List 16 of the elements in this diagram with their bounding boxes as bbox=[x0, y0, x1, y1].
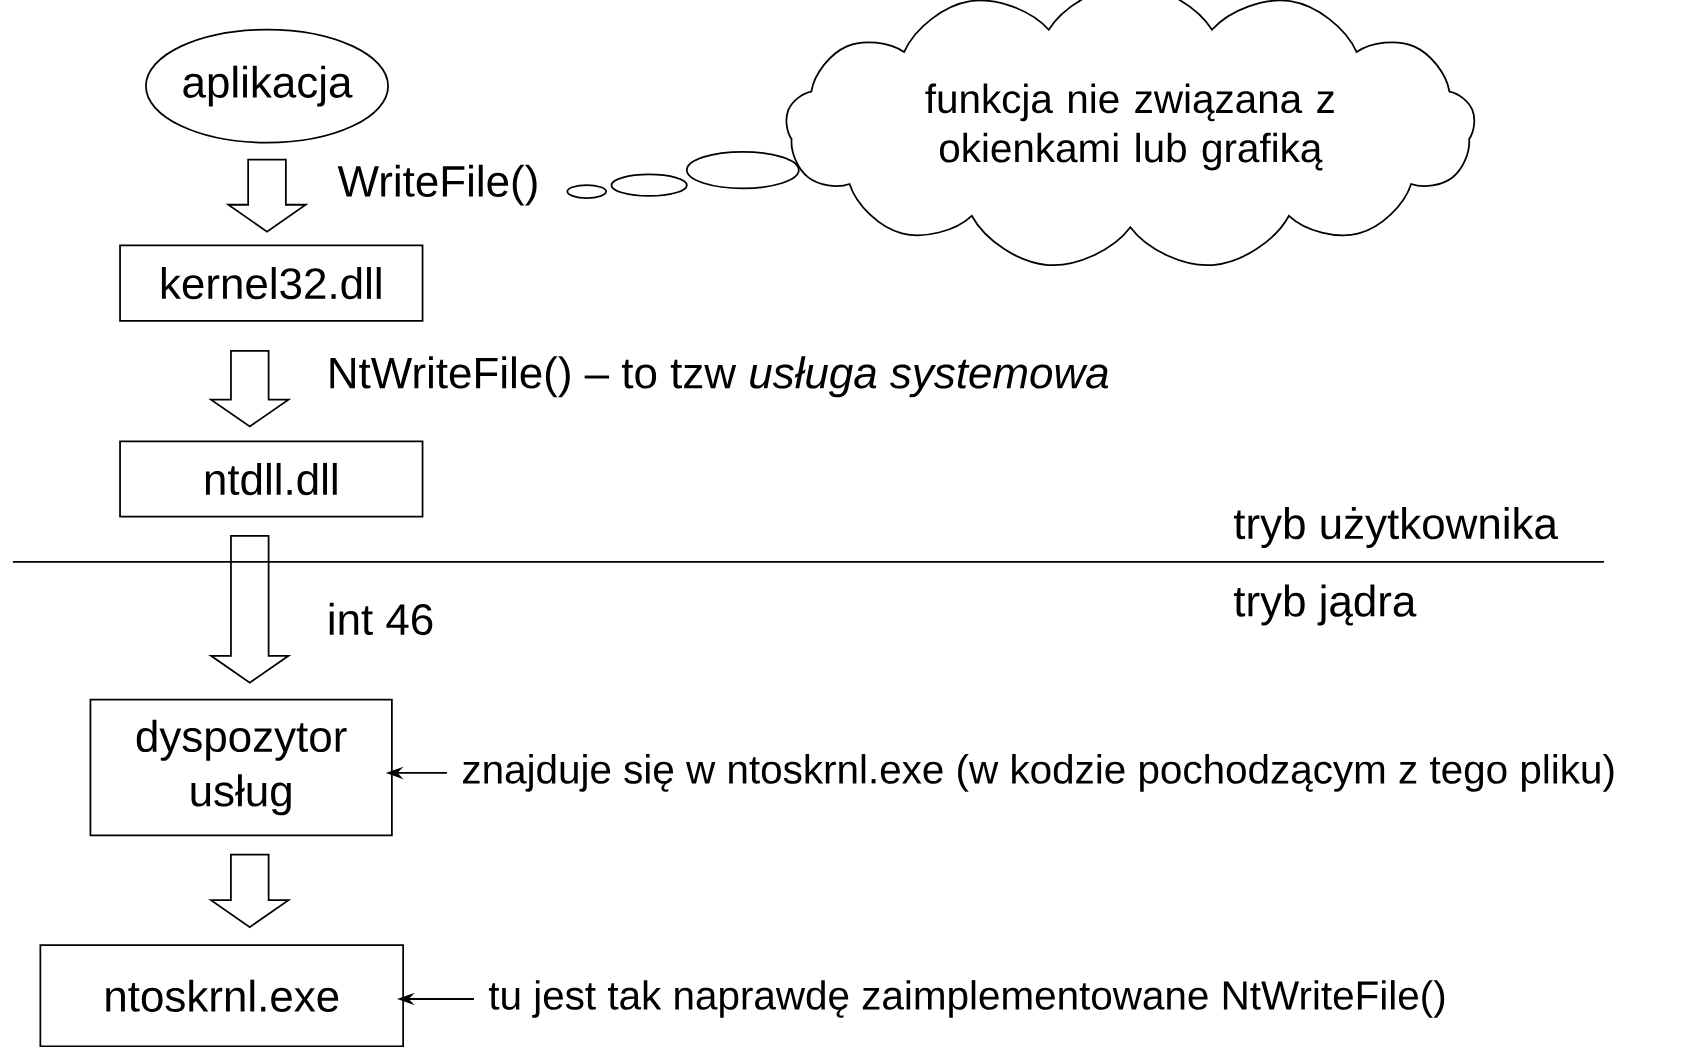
block-arrow bbox=[208, 853, 292, 928]
annotation-text: tu jest tak naprawdę zaimplementowane NtWriteFile() bbox=[488, 979, 1445, 1018]
block-arrow bbox=[208, 349, 292, 428]
thought-cloud: funkcja nie związana z okienkami lub grafiką bbox=[785, 0, 1476, 266]
block-arrow bbox=[208, 534, 292, 684]
edge-label: int 46 bbox=[329, 602, 433, 635]
block-arrow bbox=[225, 158, 309, 233]
edge-label: NtWriteFile() – to tzw usługa systemowa bbox=[330, 356, 1109, 398]
module-box: dyspozytor usług bbox=[89, 698, 393, 837]
mode-label: tryb użytkownika bbox=[1233, 506, 1558, 548]
mode-label: tryb jądra bbox=[1233, 584, 1417, 626]
annotation-text: znajduje się w ntoskrnl.exe (w kodzie pochodzącym z tego pliku) bbox=[463, 753, 1614, 792]
module-box: ntoskrnl.exe bbox=[39, 944, 405, 1047]
module-box: ntdll.dll bbox=[119, 440, 424, 518]
module-box: kernel32.dll bbox=[119, 244, 424, 322]
edge-label: WriteFile() bbox=[337, 164, 537, 206]
